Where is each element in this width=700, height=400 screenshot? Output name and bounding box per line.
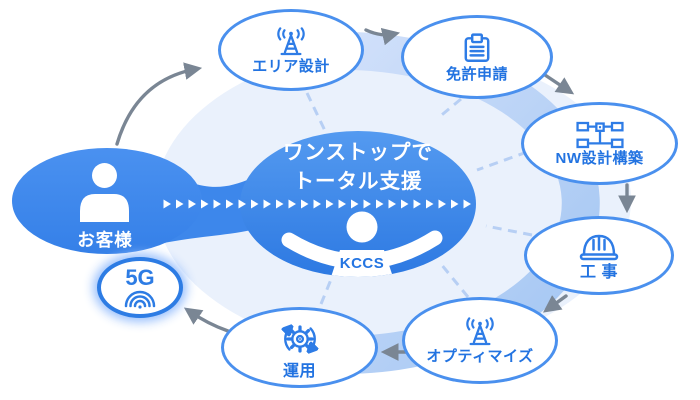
- node-optimize: オプティマイズ: [402, 297, 558, 384]
- 5g-badge-label: 5G: [125, 265, 155, 290]
- center-title-line2: トータル支援: [293, 170, 423, 193]
- node-label: 免許申請: [445, 65, 508, 83]
- helmet-icon: [579, 234, 619, 260]
- antenna-waves-icon: [466, 317, 494, 346]
- kccs-brand-label: KCCS: [339, 255, 385, 272]
- antenna-waves-icon: [277, 26, 305, 55]
- clipboard-icon: [464, 32, 490, 62]
- network-icon: [575, 121, 624, 149]
- arrow-customer-to-area: [115, 62, 203, 146]
- arrow-operation-to-5g: [183, 307, 230, 333]
- node-license-application: 免許申請: [401, 15, 553, 99]
- node-area-design: エリア設計: [218, 9, 364, 91]
- arrow-construction-to-optimize: [542, 294, 568, 313]
- node-operation: 運用: [221, 307, 378, 388]
- 5g-badge: 5G: [97, 257, 183, 318]
- node-nw-design-build: NW設計構築: [521, 102, 678, 185]
- dashed-spokes: [305, 92, 533, 305]
- flow-arrows: [115, 27, 636, 361]
- arrow-area-to-license: [364, 27, 401, 46]
- kccs-person-figure: [281, 211, 443, 277]
- gear-cycle-icon: [277, 316, 323, 362]
- node-label: 運用: [282, 362, 316, 380]
- center-title: ワンストップで トータル支援: [250, 138, 466, 196]
- node-label: オプティマイズ: [426, 348, 534, 365]
- wifi-icon: [124, 290, 156, 309]
- customer-person-icon: [80, 163, 129, 222]
- node-label: エリア設計: [252, 57, 330, 75]
- arrow-license-to-nw: [543, 73, 575, 95]
- node-label: NW設計構築: [555, 150, 644, 167]
- node-construction: 工 事: [524, 216, 674, 295]
- center-title-line1: ワンストップで: [282, 141, 434, 164]
- node-label: 工 事: [580, 263, 618, 281]
- customer-label: お客様: [77, 230, 133, 250]
- triangle-arrow-band: [162, 199, 474, 209]
